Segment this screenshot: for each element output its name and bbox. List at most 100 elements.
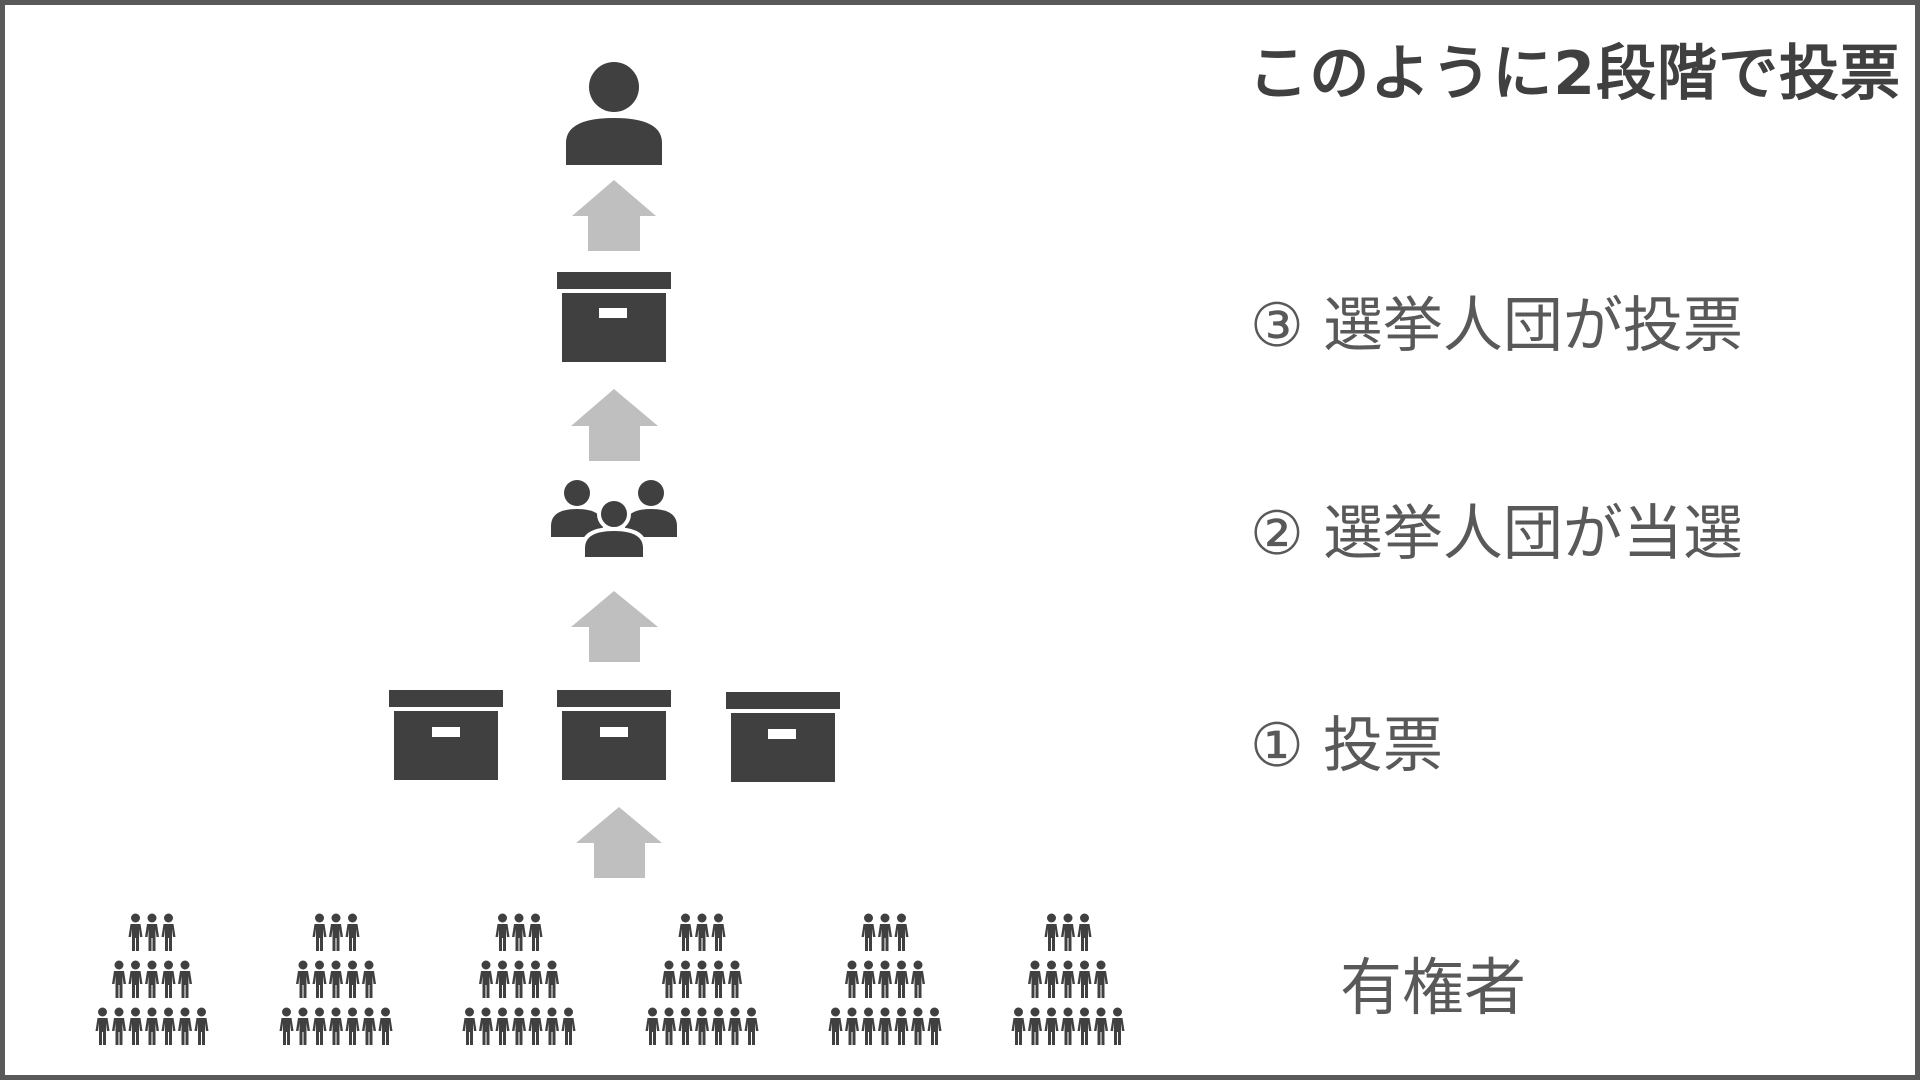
slide-title: このように2段階で投票: [1248, 39, 1901, 109]
voter-crowds: [95, 913, 1125, 1045]
voter-figure-icon: [128, 960, 143, 998]
voter-figure-icon: [695, 960, 709, 998]
voter-figure-icon: [112, 1007, 126, 1045]
voter-figure-icon: [528, 913, 543, 951]
voter-figure-icon: [711, 960, 726, 998]
crowd-icon: [1011, 913, 1125, 1045]
voter-figure-icon: [1028, 960, 1042, 998]
voter-figure-icon: [695, 913, 709, 951]
ballot-box-icon: [557, 272, 671, 362]
voter-figure-icon: [362, 960, 376, 998]
voter-figure-icon: [678, 1007, 693, 1045]
voter-figure-icon: [1061, 960, 1075, 998]
voter-figure-icon: [528, 960, 543, 998]
voter-figure-icon: [911, 960, 925, 998]
voter-figure-icon: [512, 913, 526, 951]
ballot-box-icon: [389, 690, 503, 780]
voter-figure-icon: [145, 913, 159, 951]
voter-figure-icon: [329, 1007, 343, 1045]
ballot-box-icon: [557, 690, 671, 780]
voter-figure-icon: [194, 1007, 209, 1045]
voter-figure-icon: [861, 913, 876, 951]
voter-figure-icon: [861, 960, 876, 998]
election-flow-diagram: [95, 62, 1125, 1045]
voter-figure-icon: [95, 1007, 110, 1045]
voter-figure-icon: [312, 913, 327, 951]
voter-figure-icon: [178, 960, 192, 998]
step2-label: ② 選挙人団が当選: [1250, 499, 1743, 569]
voter-figure-icon: [128, 1007, 143, 1045]
voter-figure-icon: [462, 1007, 477, 1045]
voter-figure-icon: [728, 960, 742, 998]
voter-figure-icon: [894, 913, 909, 951]
voters-label: 有権者: [1340, 951, 1527, 1024]
arrow-up-icon: [572, 180, 656, 251]
voter-figure-icon: [1044, 913, 1059, 951]
voter-figure-icon: [927, 1007, 942, 1045]
voter-figure-icon: [1094, 1007, 1108, 1045]
group-icon: [551, 480, 677, 561]
voter-figure-icon: [495, 913, 510, 951]
voter-figure-icon: [878, 913, 892, 951]
voter-figure-icon: [1077, 913, 1092, 951]
voter-figure-icon: [711, 1007, 726, 1045]
person-icon: [566, 62, 662, 165]
voter-figure-icon: [1061, 1007, 1075, 1045]
voter-figure-icon: [112, 960, 126, 998]
arrow-up-icon: [571, 389, 658, 461]
voter-figure-icon: [161, 913, 176, 951]
voter-figure-icon: [479, 1007, 493, 1045]
voter-figure-icon: [528, 1007, 543, 1045]
voter-figure-icon: [296, 1007, 310, 1045]
voter-figure-icon: [312, 1007, 327, 1045]
voter-figure-icon: [861, 1007, 876, 1045]
voter-figure-icon: [1077, 1007, 1092, 1045]
voter-figure-icon: [345, 913, 360, 951]
voter-figure-icon: [312, 960, 327, 998]
voter-figure-icon: [1094, 960, 1108, 998]
voter-figure-icon: [512, 1007, 526, 1045]
step1-label: ① 投票: [1250, 711, 1443, 781]
voter-figure-icon: [145, 960, 159, 998]
ballot-box-icon: [726, 692, 840, 782]
voter-figure-icon: [512, 960, 526, 998]
voter-figure-icon: [378, 1007, 393, 1045]
voter-figure-icon: [878, 1007, 892, 1045]
voter-figure-icon: [828, 1007, 843, 1045]
voter-figure-icon: [495, 1007, 510, 1045]
voter-figure-icon: [662, 1007, 676, 1045]
voter-figure-icon: [894, 1007, 909, 1045]
voter-figure-icon: [678, 960, 693, 998]
voter-figure-icon: [645, 1007, 660, 1045]
voter-figure-icon: [1077, 960, 1092, 998]
voter-figure-icon: [845, 1007, 859, 1045]
voter-figure-icon: [911, 1007, 925, 1045]
voter-figure-icon: [878, 960, 892, 998]
voter-figure-icon: [894, 960, 909, 998]
voter-figure-icon: [329, 913, 343, 951]
voter-figure-icon: [695, 1007, 709, 1045]
voter-figure-icon: [362, 1007, 376, 1045]
voter-figure-icon: [561, 1007, 576, 1045]
voter-figure-icon: [662, 960, 676, 998]
voter-figure-icon: [1061, 913, 1075, 951]
voter-figure-icon: [1044, 1007, 1059, 1045]
voter-figure-icon: [161, 960, 176, 998]
arrow-up-icon: [576, 807, 662, 878]
voter-figure-icon: [1028, 1007, 1042, 1045]
voter-figure-icon: [845, 960, 859, 998]
voter-figure-icon: [1110, 1007, 1125, 1045]
voter-figure-icon: [711, 913, 726, 951]
voter-figure-icon: [161, 1007, 176, 1045]
crowd-icon: [95, 913, 209, 1045]
voter-figure-icon: [545, 960, 559, 998]
voter-figure-icon: [678, 913, 693, 951]
voter-figure-icon: [329, 960, 343, 998]
voter-figure-icon: [345, 1007, 360, 1045]
voter-figure-icon: [1044, 960, 1059, 998]
voter-figure-icon: [178, 1007, 192, 1045]
voter-figure-icon: [145, 1007, 159, 1045]
voter-figure-icon: [479, 960, 493, 998]
step3-label: ③ 選挙人団が投票: [1250, 291, 1743, 361]
voter-figure-icon: [744, 1007, 759, 1045]
